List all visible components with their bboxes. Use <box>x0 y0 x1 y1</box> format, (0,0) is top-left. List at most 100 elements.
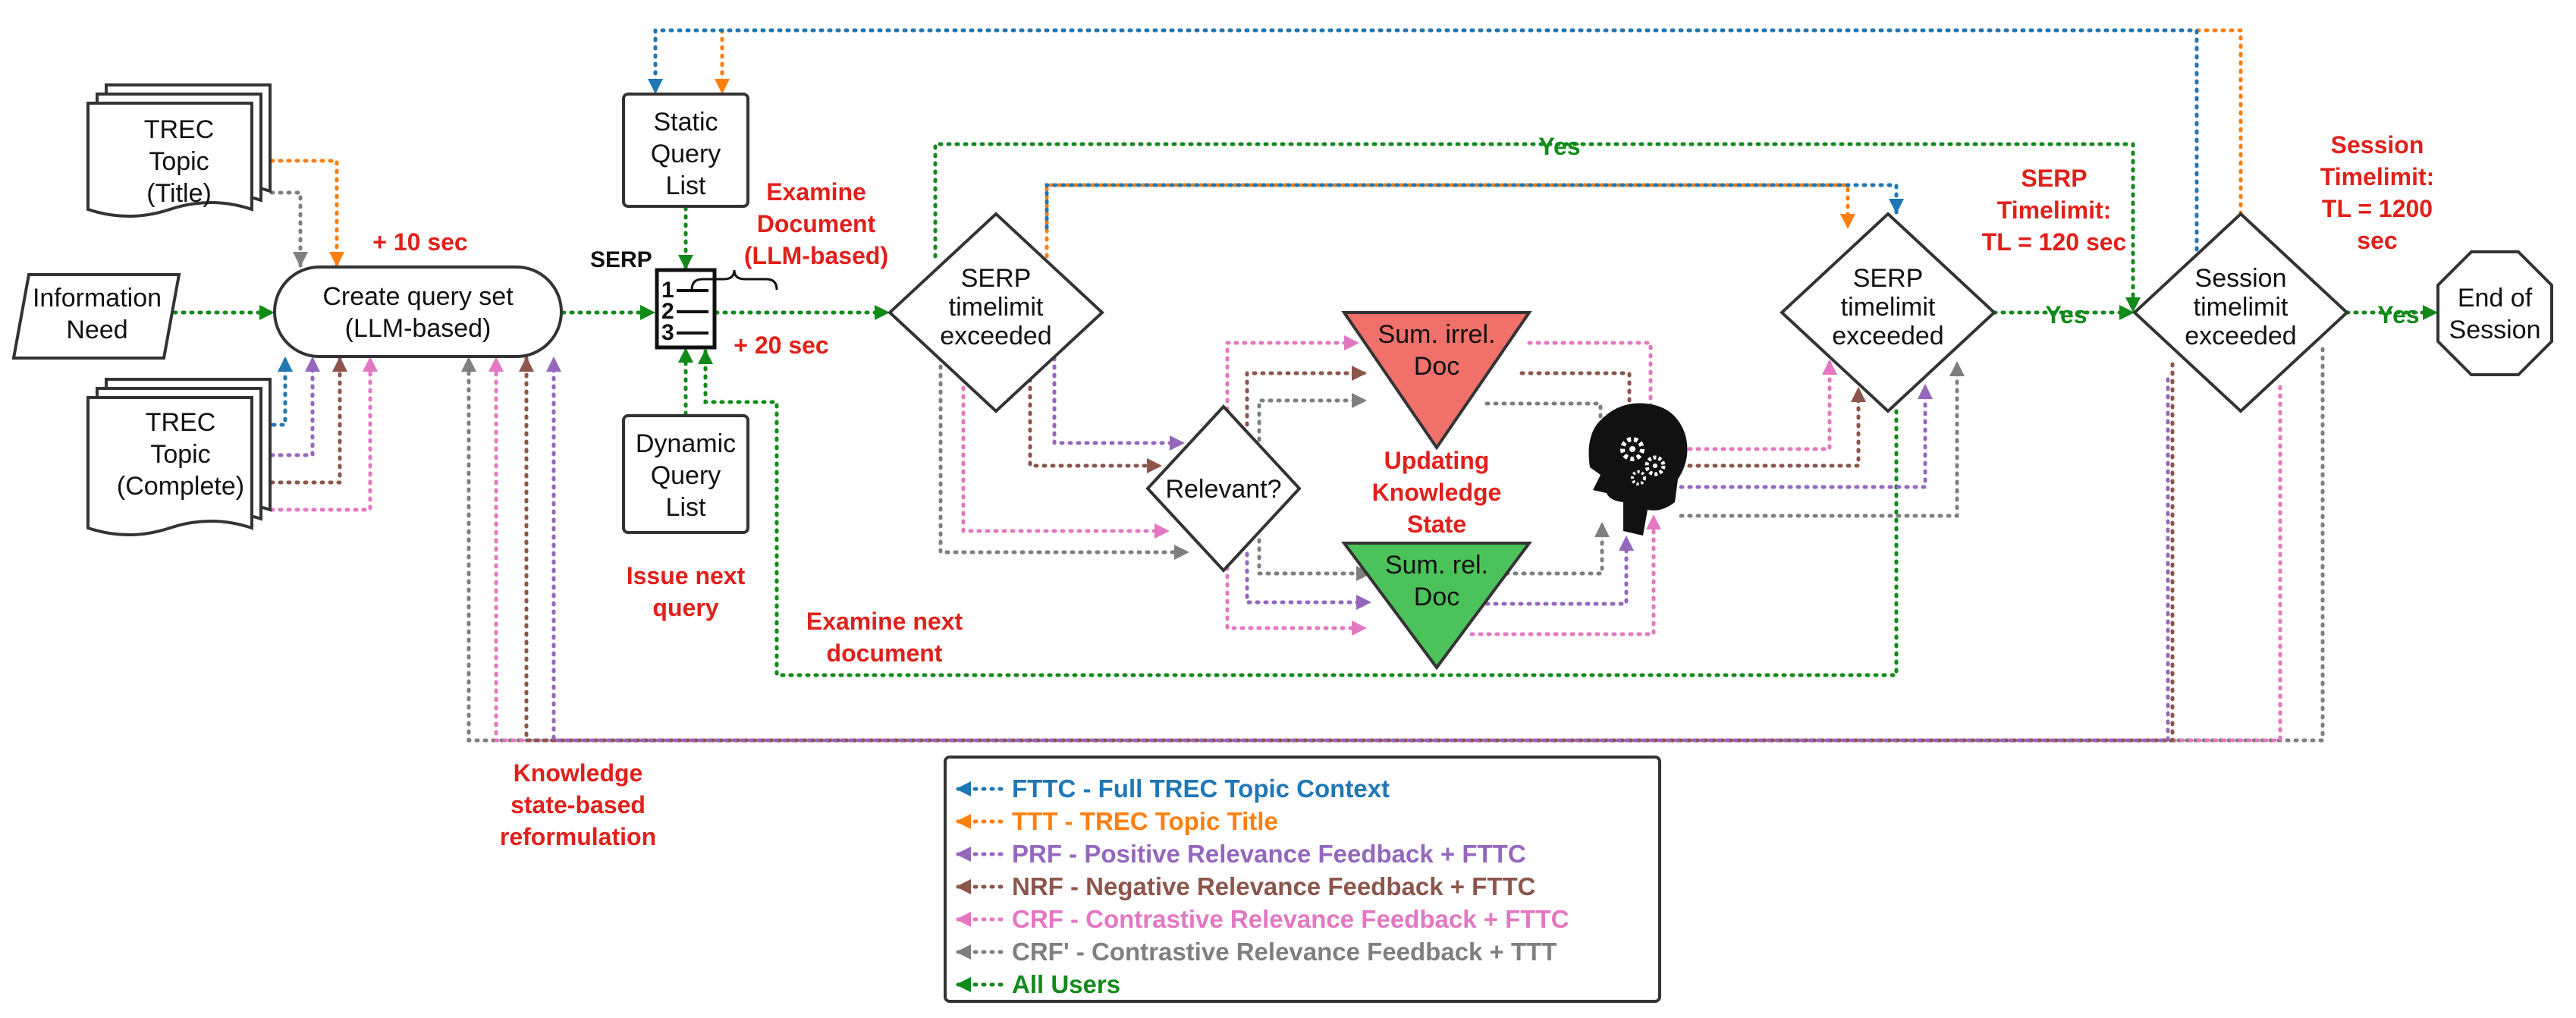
serp-item-1: 1 <box>661 278 674 303</box>
connector-crf-to-rel <box>1225 565 1368 636</box>
session-tl-label-line-4: sec <box>2357 227 2397 254</box>
legend-label-nrf: NRF - Negative Relevance Feedback + FTTC <box>1012 872 1535 900</box>
serp-item-2: 2 <box>661 299 674 324</box>
sum-irrel-line-2: Doc <box>1414 352 1459 381</box>
issue-next-line-1: Issue next <box>627 562 746 589</box>
flow-connectors <box>172 28 2439 743</box>
relevant-label: Relevant? <box>1165 475 1281 504</box>
end-of-session-node: End of Session <box>2436 250 2553 376</box>
yes-top-label: Yes <box>1538 133 1580 160</box>
yes-serp-label: Yes <box>2045 301 2087 328</box>
connector-gray-to-irrel <box>1257 393 1368 442</box>
connector-prf-to-relevant <box>1052 356 1186 451</box>
serp-tl-label-line-2: Timelimit: <box>1997 196 2112 224</box>
serp-tl2-line-2: timelimit <box>1841 293 1936 322</box>
trec-topic-complete-node: TREC Topic (Complete) <box>86 378 272 536</box>
trec-complete-line-3: (Complete) <box>117 472 244 501</box>
serp-tl1-line-3: exceeded <box>940 322 1051 350</box>
serp-tl2-line-1: SERP <box>1853 264 1924 293</box>
static-query-line-2: Query <box>651 140 721 168</box>
session-tl-label-line-3: TL = 1200 <box>2322 195 2433 222</box>
connector-irrel-gray-to-head <box>1484 401 1608 456</box>
connector-crf-to-irrel <box>1225 335 1360 412</box>
sum-rel-line-1: Sum. rel. <box>1385 551 1488 580</box>
dynamic-query-line-1: Dynamic <box>636 429 736 458</box>
serp-timelimit-decision-1: SERP timelimit exceeded <box>887 212 1104 413</box>
annotations: + 10 sec + 20 sec Examine Document (LLM-… <box>372 131 2434 850</box>
connector-head-crf-to-serp2 <box>1679 359 1837 451</box>
connector-rel-gray-to-head <box>1504 521 1610 576</box>
session-tl-line-3: exceeded <box>2185 322 2296 350</box>
connector-head-gray-to-serp2 <box>1679 360 1965 518</box>
static-query-line-3: List <box>666 171 706 200</box>
legend-label-fttc: FTTC - Full TREC Topic Context <box>1012 774 1390 803</box>
serp-tl2-line-3: exceeded <box>1832 322 1943 350</box>
connector-head-prf-to-serp2 <box>1679 383 1933 489</box>
summarize-irrelevant-doc-node: Sum. irrel. Doc <box>1341 311 1532 451</box>
connector-nrf-loop <box>519 356 2175 743</box>
connector-fttc-to-serp2 <box>1045 183 1904 230</box>
end-session-line-2: Session <box>2449 316 2541 344</box>
serp-tl1-line-2: timelimit <box>949 293 1044 322</box>
trec-title-line-2: Topic <box>149 147 209 176</box>
dynamic-query-list-node: Dynamic Query List <box>622 414 749 534</box>
session-tl-label-line-1: Session <box>2331 131 2424 159</box>
connector-gray-to-rel <box>1257 538 1372 581</box>
updating-line-3: State <box>1407 511 1466 538</box>
legend-label-crf_prime: CRF' - Contrastive Relevance Feedback + … <box>1012 938 1557 966</box>
knowledge-reform-line-1: Knowledge <box>514 759 643 787</box>
create-query-line-1: Create query set <box>322 282 514 311</box>
connector-prf-complete-to-create <box>269 356 320 457</box>
session-tl-line-2: timelimit <box>2194 293 2289 322</box>
sum-rel-line-2: Doc <box>1414 583 1459 611</box>
connector-examine-next-loop <box>698 348 1899 677</box>
examine-next-line-2: document <box>827 639 943 667</box>
knowledge-reform-line-3: reformulation <box>500 823 656 850</box>
examine-next-line-1: Examine next <box>806 608 963 635</box>
summarize-relevant-doc-node: Sum. rel. Doc <box>1341 542 1532 671</box>
head-with-gears-icon <box>1588 403 1688 536</box>
trec-title-line-1: TREC <box>144 115 215 144</box>
relevant-decision: Relevant? <box>1145 404 1302 573</box>
static-query-list-node: Static Query List <box>622 93 749 208</box>
static-query-line-1: Static <box>653 108 718 137</box>
sum-irrel-line-1: Sum. irrel. <box>1378 320 1496 349</box>
connector-ttt-to-serp2 <box>1045 183 1855 259</box>
information-need-node: Information Need <box>11 273 181 360</box>
dynamic-query-line-3: List <box>666 493 706 522</box>
connector-crf-to-relevant <box>961 377 1170 539</box>
examine-doc-line-3: (LLM-based) <box>744 242 888 269</box>
connector-head-nrf-to-serp2 <box>1679 386 1866 468</box>
connector-nrf-to-irrel <box>1245 366 1368 427</box>
connector-gray-title-to-create <box>269 190 308 268</box>
session-tl-label-line-2: Timelimit: <box>2320 163 2435 190</box>
legend-label-all: All Users <box>1012 970 1120 998</box>
connector-gray-to-relevant <box>938 356 1190 560</box>
connector-crf-complete-to-create <box>269 356 378 512</box>
serp-tl-label-line-1: SERP <box>2021 165 2087 192</box>
legend-label-crf: CRF - Contrastive Relevance Feedback + F… <box>1012 905 1569 933</box>
examine-doc-line-2: Document <box>757 210 876 237</box>
serp-item-3: 3 <box>661 320 674 345</box>
examine-doc-line-1: Examine <box>766 178 866 206</box>
trec-complete-line-2: Topic <box>150 440 210 469</box>
connector-nrf-complete-to-create <box>269 356 347 485</box>
serp-tl1-line-1: SERP <box>961 264 1032 293</box>
examine-document-brace <box>690 269 778 291</box>
legend-label-prf: PRF - Positive Relevance Feedback + FTTC <box>1012 840 1526 868</box>
legend-box <box>944 756 1661 1003</box>
serp-label: SERP <box>590 247 652 272</box>
updating-line-1: Updating <box>1384 447 1490 474</box>
serp-document-icon: SERP 1 2 3 <box>590 247 717 350</box>
connector-irrel-crf-to-head <box>1527 341 1658 424</box>
plus-20-sec-label: + 20 sec <box>734 331 828 359</box>
connector-ttt-title-to-create <box>269 159 344 268</box>
connector-rel-crf-to-head <box>1469 514 1661 636</box>
connector-prf-to-rel <box>1245 551 1372 610</box>
connector-yes-top-loop <box>933 142 2141 313</box>
info-need-line-1: Information <box>33 284 162 313</box>
connector-prf-loop <box>546 356 2170 743</box>
trec-complete-line-1: TREC <box>146 408 216 437</box>
